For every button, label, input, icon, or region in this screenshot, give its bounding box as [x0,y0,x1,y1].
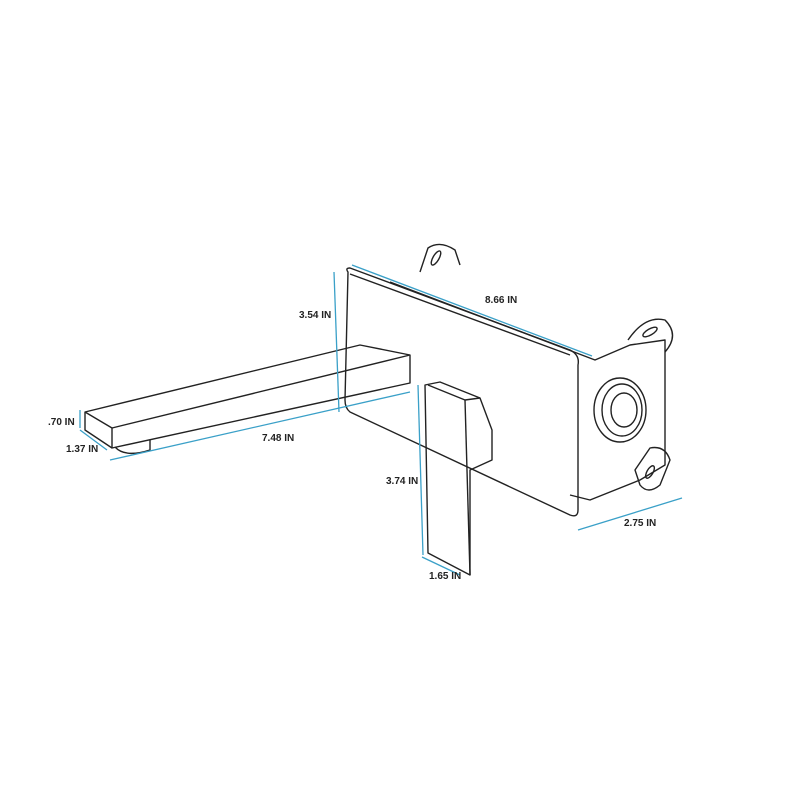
mount-ear-right [627,318,674,353]
dim-label-handle-width: 1.65 IN [429,571,462,582]
inlet-outer [593,377,647,443]
dimension-lines [79,264,683,576]
dim-label-handle-height: 3.74 IN [386,476,419,487]
dim-label-plate-height: 3.54 IN [299,310,332,321]
cover-plate [344,267,580,517]
dim-label-spout-width: 1.37 IN [66,444,99,455]
lever-handle [424,381,493,576]
mount-ear-bottom [634,446,671,491]
spout [84,344,411,449]
dim-label-spout-length: 7.48 IN [262,433,295,444]
valve-box-outline [389,281,666,501]
dim-label-box-length: 8.66 IN [485,295,518,306]
mount-ear-top [419,243,461,273]
dim-label-spout-height: .70 IN [48,417,75,428]
dim-label-box-depth: 2.75 IN [624,518,657,529]
